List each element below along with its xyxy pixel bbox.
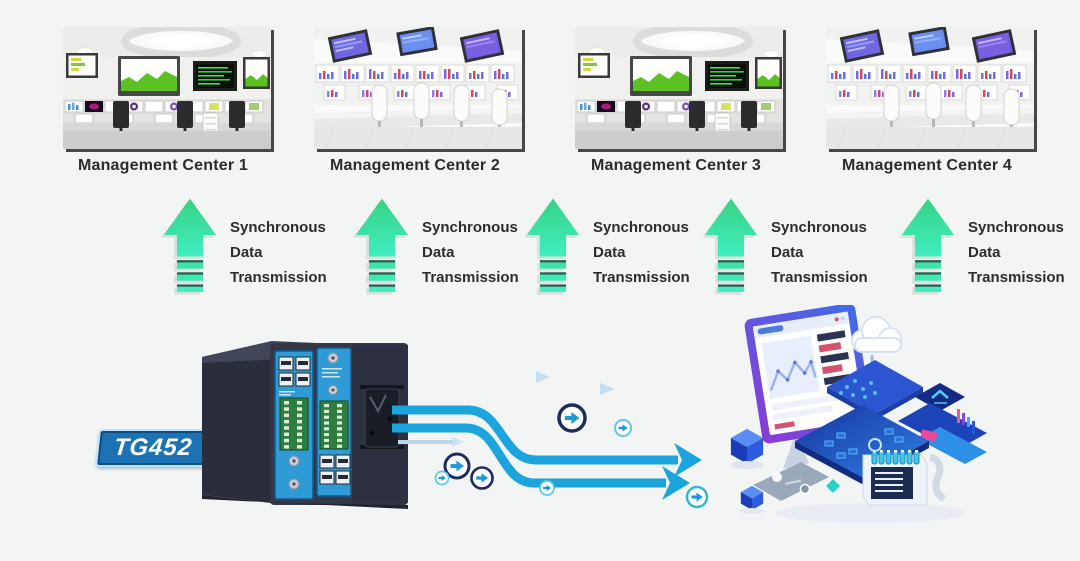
management-center-1-label: Management Center 1 bbox=[77, 157, 249, 174]
management-center-3-label: Management Center 3 bbox=[590, 157, 762, 174]
caption-line: Data bbox=[230, 244, 263, 261]
caption-line: Transmission bbox=[230, 269, 327, 286]
sync-arrow-group-4: Synchronous Data Transmission bbox=[703, 193, 868, 308]
management-center-4-photo bbox=[826, 27, 1034, 149]
management-center-4-label: Management Center 4 bbox=[841, 157, 1013, 174]
caption-line: Transmission bbox=[593, 269, 690, 286]
management-center-1-photo bbox=[63, 27, 271, 149]
green-up-arrow-icon bbox=[525, 193, 581, 305]
management-center-3-photo bbox=[575, 27, 783, 149]
sync-arrow-caption: Synchronous Data Transmission bbox=[771, 215, 868, 290]
sync-arrow-caption: Synchronous Data Transmission bbox=[422, 215, 519, 290]
caption-line: Synchronous bbox=[230, 219, 326, 236]
green-up-arrow-icon bbox=[162, 193, 218, 305]
caption-line: Transmission bbox=[968, 269, 1065, 286]
caption-line: Synchronous bbox=[593, 219, 689, 236]
device-model-badge: TG452 bbox=[95, 429, 211, 467]
sync-arrow-group-1: Synchronous Data Transmission bbox=[162, 193, 327, 308]
caption-line: Synchronous bbox=[422, 219, 518, 236]
caption-line: Synchronous bbox=[771, 219, 867, 236]
data-flow-arrows bbox=[390, 360, 725, 510]
sync-arrow-caption: Synchronous Data Transmission bbox=[593, 215, 690, 290]
sync-arrow-caption: Synchronous Data Transmission bbox=[230, 215, 327, 290]
caption-line: Transmission bbox=[422, 269, 519, 286]
management-center-2-photo bbox=[314, 27, 522, 149]
tg452-gateway-device bbox=[200, 333, 415, 513]
caption-line: Synchronous bbox=[968, 219, 1064, 236]
green-up-arrow-icon bbox=[900, 193, 956, 305]
sync-arrow-group-2: Synchronous Data Transmission bbox=[354, 193, 519, 308]
caption-line: Data bbox=[771, 244, 804, 261]
green-up-arrow-icon bbox=[354, 193, 410, 305]
cloud-platform-illustration bbox=[725, 305, 1020, 560]
caption-line: Transmission bbox=[771, 269, 868, 286]
sync-arrow-group-5: Synchronous Data Transmission bbox=[900, 193, 1065, 308]
caption-line: Data bbox=[422, 244, 455, 261]
sync-arrow-caption: Synchronous Data Transmission bbox=[968, 215, 1065, 290]
caption-line: Data bbox=[968, 244, 1001, 261]
management-center-2-label: Management Center 2 bbox=[329, 157, 501, 174]
caption-line: Data bbox=[593, 244, 626, 261]
sync-arrow-group-3: Synchronous Data Transmission bbox=[525, 193, 690, 308]
green-up-arrow-icon bbox=[703, 193, 759, 305]
